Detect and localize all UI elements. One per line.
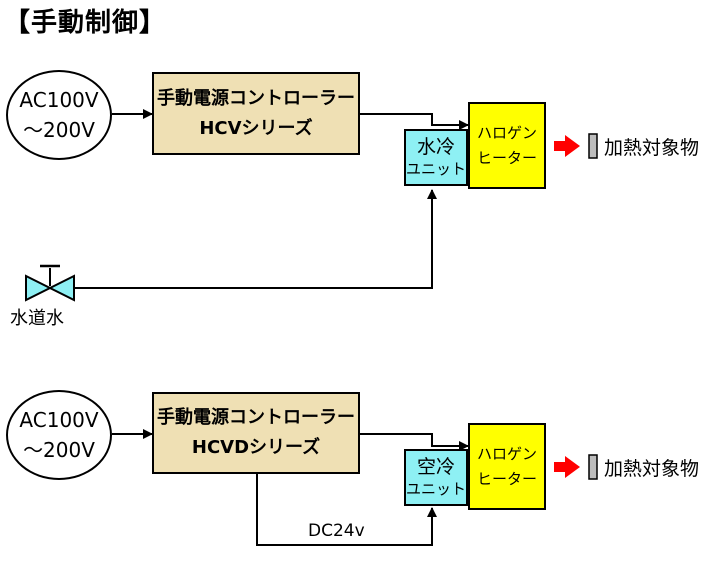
target-label-2: 加熱対象物 [604, 458, 700, 480]
cooling-line2: ユニット [406, 480, 467, 498]
power-source-2: AC100V ～200V [6, 390, 112, 480]
water-label: 水道水 [10, 308, 64, 329]
cooling-line1: 空冷 [416, 456, 455, 478]
target-bar-icon [588, 454, 598, 480]
arrow-water-to-cooling [72, 189, 437, 289]
dc-label: DC24v [308, 521, 365, 541]
controller-box-1: 手動電源コントローラー HCVシリーズ [152, 72, 360, 155]
halogen-heater-1: ハロゲン ヒーター [468, 102, 546, 189]
cooling-line1: 水冷 [416, 136, 455, 158]
power-line1: AC100V [19, 408, 99, 432]
cooling-unit-1: 水冷 ユニット [404, 129, 468, 186]
red-arrow-icon [554, 456, 580, 478]
target-label-1: 加熱対象物 [604, 137, 700, 159]
cooling-unit-2: 空冷 ユニット [404, 449, 468, 506]
red-arrow-icon [554, 135, 580, 157]
power-source-1: AC100V ～200V [6, 70, 112, 160]
controller-box-2: 手動電源コントローラー HCVDシリーズ [152, 392, 360, 474]
arrow-controller-to-heater-1 [360, 113, 469, 130]
controller-line1: 手動電源コントローラー [157, 87, 355, 109]
heater-line1: ハロゲン [476, 444, 537, 463]
arrow-controller-to-heater-2 [360, 433, 469, 451]
target-bar-icon [588, 133, 598, 159]
controller-line1: 手動電源コントローラー [157, 407, 355, 428]
power-line1: AC100V [19, 88, 99, 112]
power-line2: ～200V [23, 118, 95, 142]
heater-line1: ハロゲン [476, 123, 537, 142]
controller-line2: HCVDシリーズ [191, 437, 321, 458]
heater-line2: ヒーター [476, 148, 537, 167]
valve-icon [25, 264, 75, 302]
controller-line2: HCVシリーズ [199, 117, 313, 139]
arrow-dc-to-cooling [256, 474, 437, 546]
cooling-line2: ユニット [406, 160, 467, 178]
heater-line2: ヒーター [476, 469, 537, 488]
page-title: 【手動制御】 [4, 8, 167, 38]
power-line2: ～200V [23, 438, 95, 462]
halogen-heater-2: ハロゲン ヒーター [468, 423, 546, 510]
